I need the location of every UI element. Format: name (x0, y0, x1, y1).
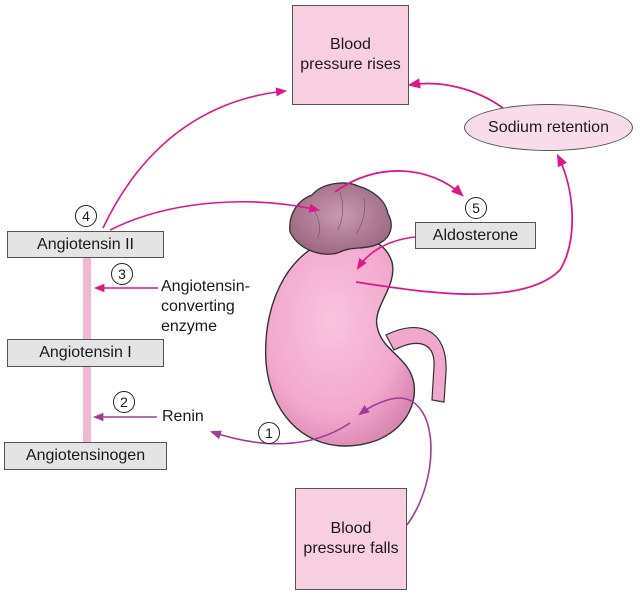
aldosterone-label: Aldosterone (432, 226, 519, 244)
angiotensin-1-label: Angiotensin I (39, 344, 132, 361)
ace-label-line1: Angiotensin- (161, 278, 250, 295)
arrow-adrenal-to-aldosterone (334, 170, 464, 197)
bp-falls-label: Blood pressure falls (303, 520, 399, 557)
renin-label: Renin (162, 408, 204, 425)
step-1-marker: 1 (258, 422, 280, 444)
bp-rises-box: Blood pressure rises (292, 5, 409, 105)
arrow-angiotensin2-to-bp-rises (102, 87, 288, 229)
arrow-kidney-to-renin (209, 422, 351, 445)
angiotensinogen-label: Angiotensinogen (25, 447, 146, 464)
angiotensin-2-label: Angiotensin II (37, 235, 134, 253)
arrow-bp-falls-to-kidney (358, 397, 432, 526)
arrow-aldosterone-to-kidney (356, 236, 416, 270)
ace-label-line2: converting (161, 298, 235, 315)
step-2-marker: 2 (113, 391, 135, 413)
angiotensinogen-box: Angiotensinogen (4, 442, 167, 470)
angiotensin-2-box: Angiotensin II (7, 231, 164, 258)
ureter (385, 326, 447, 403)
arrow-angiotensin2-to-adrenal (109, 201, 321, 231)
step-5-marker: 5 (465, 197, 487, 219)
arrow-kidney-to-sodium-retention (355, 153, 574, 296)
bp-falls-box: Blood pressure falls (295, 488, 407, 590)
adrenal-gland (289, 182, 392, 255)
sodium-retention-oval: Sodium retention (464, 104, 633, 151)
aldosterone-box: Aldosterone (415, 222, 536, 249)
arrow-sodium-to-bp-rises (407, 78, 504, 109)
angiotensin-1-box: Angiotensin I (7, 339, 164, 367)
sodium-retention-label: Sodium retention (488, 118, 609, 136)
step-4-marker: 4 (75, 205, 97, 227)
ace-label-line3: enzyme (161, 318, 218, 335)
bp-rises-label: Blood pressure rises (300, 36, 401, 73)
kidney (264, 235, 416, 447)
step-3-marker: 3 (111, 263, 133, 285)
